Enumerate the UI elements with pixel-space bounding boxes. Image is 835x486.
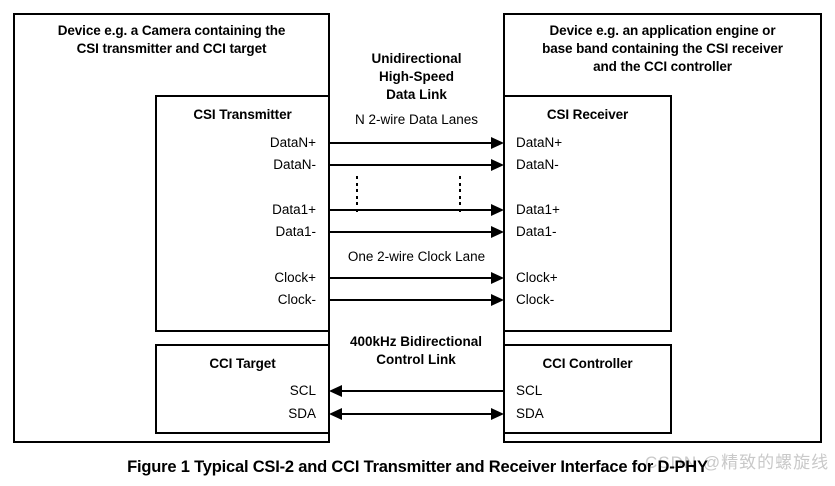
- rx-pin-dataN-minus: DataN-: [516, 157, 559, 172]
- right-device-title-line2: base band containing the CSI receiver: [542, 41, 783, 56]
- control-link-label: 400kHz Bidirectional Control Link: [326, 333, 506, 369]
- wire-sda: [342, 413, 491, 415]
- data-link-label-line2: High-Speed: [378, 69, 454, 84]
- wire-clock-plus: [330, 277, 493, 279]
- tx-pin-data1-plus: Data1+: [272, 202, 316, 217]
- control-link-label-line1: 400kHz Bidirectional: [349, 334, 483, 349]
- data-link-label: Unidirectional High-Speed Data Link: [330, 50, 503, 104]
- arrowhead-dataN-minus: [491, 159, 504, 171]
- wire-scl: [342, 390, 503, 392]
- right-device-title-line1: Device e.g. an application engine or: [549, 23, 776, 38]
- arrowhead-scl-left: [329, 385, 342, 397]
- csdn-watermark: CSDN @精致的螺旋线: [645, 453, 830, 472]
- cci-target-title: CCI Target: [209, 356, 276, 371]
- arrowhead-sda-left: [329, 408, 342, 420]
- arrowhead-sda-right: [491, 408, 504, 420]
- rx-pin-data1-plus: Data1+: [516, 202, 560, 217]
- tx-pin-dataN-plus: DataN+: [269, 135, 316, 150]
- cci-controller-box: [503, 344, 672, 434]
- rx-pin-dataN-plus: DataN+: [516, 135, 563, 150]
- cci-controller-title: CCI Controller: [542, 356, 633, 371]
- wire-clock-minus: [330, 299, 493, 301]
- wire-data1-plus: [330, 209, 493, 211]
- data-link-label-line1: Unidirectional: [371, 51, 462, 66]
- left-device-title-line2: CSI transmitter and CCI target: [76, 41, 267, 56]
- figure-caption: Figure 1 Typical CSI-2 and CCI Transmitt…: [127, 458, 708, 476]
- arrowhead-data1-plus: [491, 204, 504, 216]
- ellipsis-dots-left: [356, 176, 358, 212]
- arrowhead-dataN-plus: [491, 137, 504, 149]
- csi-transmitter-box: [155, 95, 330, 332]
- cci-controller-pin-sda: SDA: [516, 406, 544, 421]
- rx-pin-clock-minus: Clock-: [516, 292, 555, 307]
- right-device-title-line3: and the CCI controller: [593, 59, 732, 74]
- csi-receiver-title: CSI Receiver: [546, 107, 629, 122]
- tx-pin-clock-plus: Clock+: [274, 270, 316, 285]
- data-link-label-line3: Data Link: [386, 87, 447, 102]
- cci-controller-pin-scl: SCL: [516, 383, 543, 398]
- left-device-title-line1: Device e.g. a Camera containing the: [57, 23, 286, 38]
- csi-receiver-box: [503, 95, 672, 332]
- rx-pin-clock-plus: Clock+: [516, 270, 558, 285]
- clock-lane-label: One 2-wire Clock Lane: [347, 249, 486, 264]
- tx-pin-data1-minus: Data1-: [275, 224, 316, 239]
- tx-pin-clock-minus: Clock-: [277, 292, 316, 307]
- csi-transmitter-title: CSI Transmitter: [193, 107, 292, 122]
- left-device-title: Device e.g. a Camera containing the CSI …: [18, 22, 325, 58]
- control-link-label-line2: Control Link: [376, 352, 456, 367]
- wire-dataN-plus: [330, 142, 493, 144]
- rx-pin-data1-minus: Data1-: [516, 224, 557, 239]
- cci-target-pin-scl: SCL: [289, 383, 316, 398]
- wire-dataN-minus: [330, 164, 493, 166]
- wire-data1-minus: [330, 231, 493, 233]
- tx-pin-dataN-minus: DataN-: [273, 157, 316, 172]
- arrowhead-clock-minus: [491, 294, 504, 306]
- cci-target-pin-sda: SDA: [288, 406, 316, 421]
- arrowhead-clock-plus: [491, 272, 504, 284]
- arrowhead-data1-minus: [491, 226, 504, 238]
- data-lanes-label: N 2-wire Data Lanes: [354, 112, 479, 127]
- ellipsis-dots-right: [459, 176, 461, 212]
- right-device-title: Device e.g. an application engine or bas…: [508, 22, 817, 76]
